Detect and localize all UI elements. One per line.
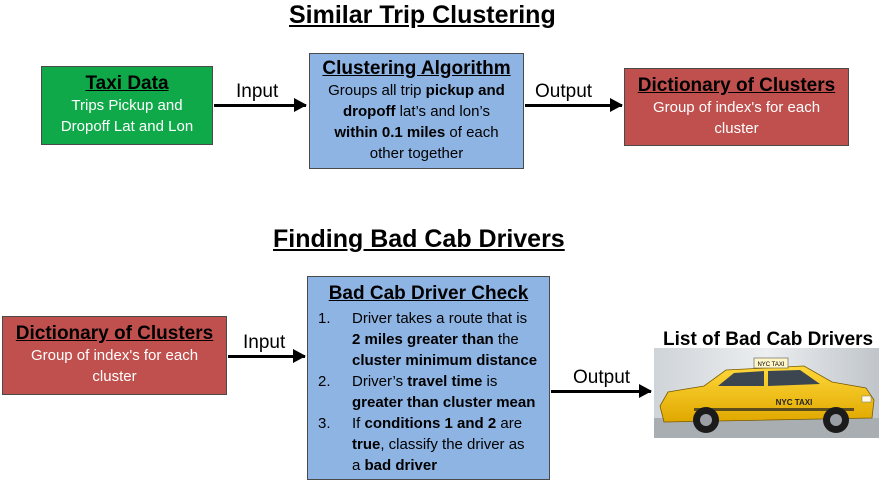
dictionary-of-clusters-box-1: Dictionary of Clusters Group of index's … (624, 68, 849, 146)
dictionary-line2-2: cluster (92, 368, 137, 385)
bad-drivers-list-label: List of Bad Cab Drivers (663, 329, 874, 350)
taxi-data-title: Taxi Data (85, 73, 169, 94)
taxi-data-line2: Dropoff Lat and Lon (60, 118, 194, 135)
section2-heading: Finding Bad Cab Drivers (273, 225, 565, 253)
output-label-2: Output (573, 367, 631, 388)
input-arrow-2 (228, 349, 306, 363)
dictionary-line2-1: cluster (714, 120, 759, 137)
dictionary-line1-2: Group of index's for each (30, 347, 199, 364)
condition-number-3: 3. (318, 415, 331, 432)
output-arrow-1 (525, 98, 623, 112)
input-label-1: Input (236, 81, 279, 102)
condition-item-3: 3. If conditions 1 and 2 are true, class… (318, 415, 525, 474)
check-conditions-list: 1. Driver takes a route that is 2 miles … (308, 308, 549, 476)
clustering-line1: Groups all trip pickup and (328, 82, 505, 99)
clustering-line3: within 0.1 miles of each (334, 124, 499, 141)
taxi-data-line1: Trips Pickup and (71, 97, 183, 114)
input-arrow-1 (214, 98, 307, 112)
clustering-line4: other together (369, 145, 464, 162)
section1-heading: Similar Trip Clustering (289, 1, 556, 29)
condition-number-2: 2. (318, 373, 331, 390)
condition-item-2: 2. Driver’s travel time is greater than … (318, 373, 536, 411)
taxi-cab-image: NYC TAXI NYC TAXI (654, 348, 879, 438)
clustering-algorithm-title: Clustering Algorithm (322, 58, 511, 79)
input-label-2: Input (243, 332, 286, 353)
dictionary-of-clusters-box-2: Dictionary of Clusters Group of index's … (2, 316, 227, 395)
clustering-line2: dropoff lat’s and lon’s (343, 103, 490, 120)
output-arrow-2 (551, 384, 652, 398)
condition-item-1: 1. Driver takes a route that is 2 miles … (318, 310, 538, 369)
clustering-algorithm-box: Clustering Algorithm Groups all trip pic… (309, 53, 524, 169)
door-text: NYC TAXI (776, 398, 813, 407)
taxi-cab-illustration: NYC TAXI NYC TAXI (654, 348, 879, 438)
bad-cab-driver-check-title: Bad Cab Driver Check (328, 283, 529, 304)
output-label-1: Output (535, 81, 593, 102)
taxi-data-box: Taxi Data Trips Pickup and Dropoff Lat a… (41, 66, 213, 145)
roof-sign-text: NYC TAXI (757, 362, 784, 368)
dictionary-line1-1: Group of index's for each (652, 99, 821, 116)
bad-cab-driver-check-box: Bad Cab Driver Check 1. Driver takes a r… (307, 276, 550, 480)
dictionary-title-2: Dictionary of Clusters (15, 323, 214, 344)
dictionary-title-1: Dictionary of Clusters (637, 75, 836, 96)
condition-number-1: 1. (318, 310, 331, 327)
